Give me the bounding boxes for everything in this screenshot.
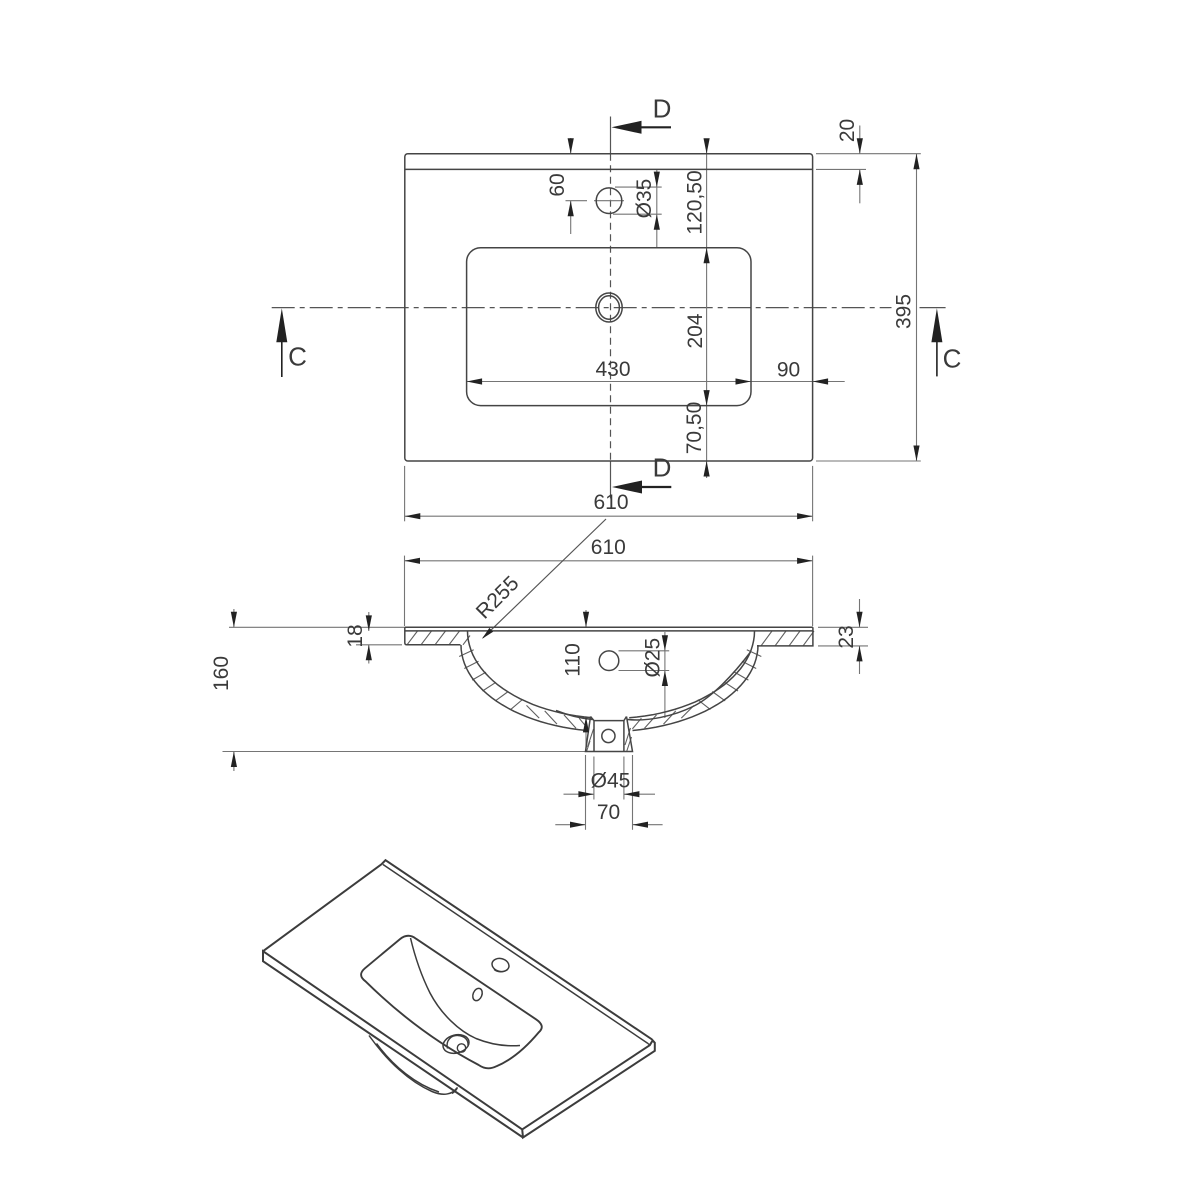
svg-text:160: 160 [210,656,233,691]
svg-text:70: 70 [597,801,620,824]
svg-text:C: C [943,344,962,374]
svg-text:395: 395 [892,294,915,329]
svg-text:D: D [653,453,672,483]
svg-text:20: 20 [836,119,859,142]
svg-text:610: 610 [593,491,628,514]
svg-text:60: 60 [546,173,569,196]
svg-text:D: D [653,94,672,124]
svg-text:70,50: 70,50 [683,402,706,455]
svg-text:23: 23 [835,625,858,648]
svg-text:18: 18 [344,624,367,647]
svg-text:110: 110 [561,643,584,676]
svg-text:Ø25: Ø25 [641,638,664,678]
svg-text:90: 90 [777,358,800,381]
svg-text:120,50: 120,50 [683,170,706,234]
svg-text:Ø35: Ø35 [633,179,656,219]
svg-text:430: 430 [595,358,630,381]
svg-text:204: 204 [684,313,707,348]
svg-text:Ø45: Ø45 [591,769,631,792]
svg-text:610: 610 [591,536,626,559]
svg-text:C: C [288,342,307,372]
